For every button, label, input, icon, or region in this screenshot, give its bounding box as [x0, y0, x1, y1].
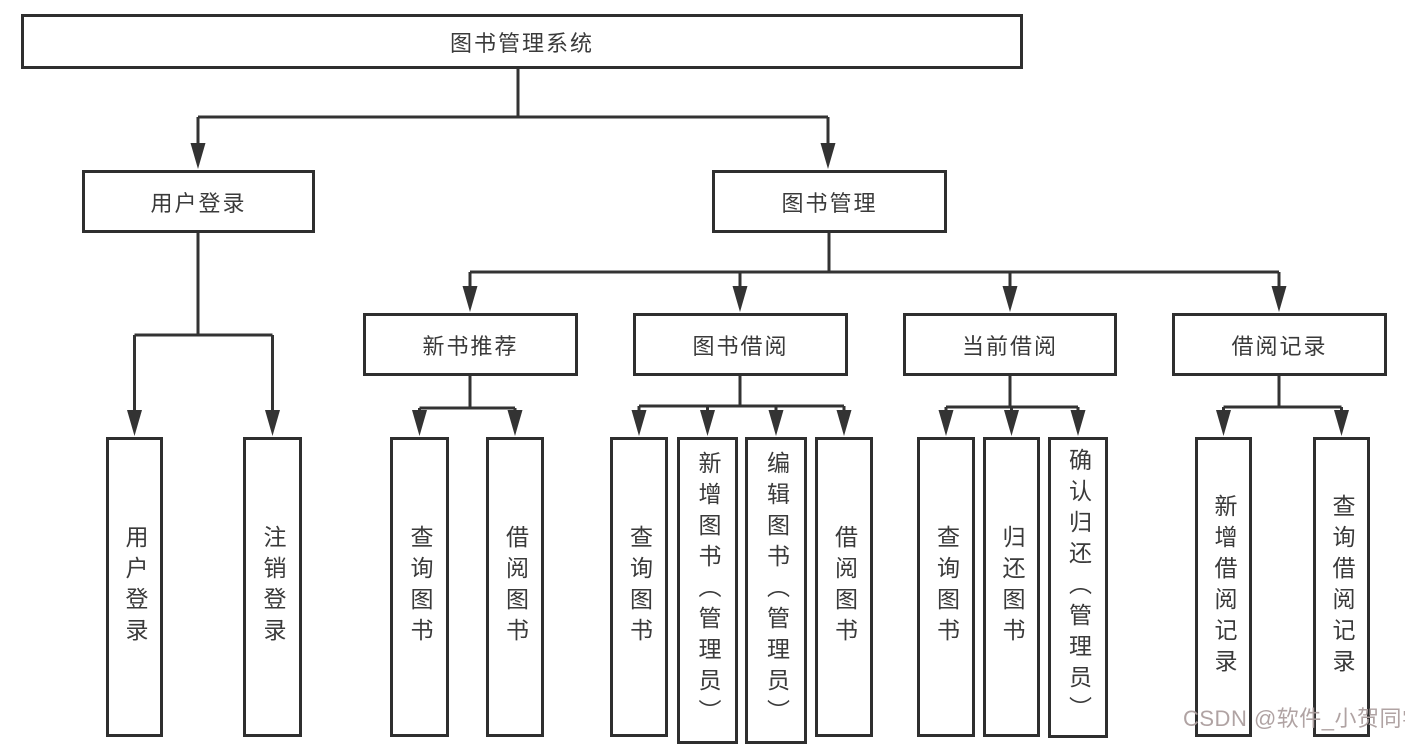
- node-book-borrowing: 图书借阅: [633, 313, 848, 376]
- leaf-logout: 注销登录: [243, 437, 302, 737]
- leaf-confirm-return-admin: 确认归还（管理员）: [1048, 437, 1108, 738]
- node-root-system: 图书管理系统: [21, 14, 1023, 69]
- leaf-return-books: 归还图书: [983, 437, 1040, 737]
- leaf-query-borrow-record: 查询借阅记录: [1313, 437, 1370, 737]
- leaf-query-books-current: 查询图书: [917, 437, 975, 737]
- leaf-query-books-recommend: 查询图书: [390, 437, 449, 737]
- node-book-management: 图书管理: [712, 170, 947, 233]
- node-new-book-recommend: 新书推荐: [363, 313, 578, 376]
- csdn-watermark: CSDN @软件_小贺同学: [1183, 706, 1405, 731]
- leaf-borrow-books: 借阅图书: [815, 437, 873, 737]
- leaf-query-books-borrowing: 查询图书: [610, 437, 668, 737]
- leaf-add-borrow-record: 新增借阅记录: [1195, 437, 1252, 737]
- node-borrowing-records: 借阅记录: [1172, 313, 1387, 376]
- leaf-edit-books-admin: 编辑图书（管理员）: [745, 437, 807, 744]
- node-current-borrowing: 当前借阅: [903, 313, 1117, 376]
- leaf-add-books-admin: 新增图书（管理员）: [677, 437, 738, 744]
- node-user-login: 用户登录: [82, 170, 315, 233]
- leaf-borrow-books-recommend: 借阅图书: [486, 437, 544, 737]
- leaf-user-login: 用户登录: [106, 437, 163, 737]
